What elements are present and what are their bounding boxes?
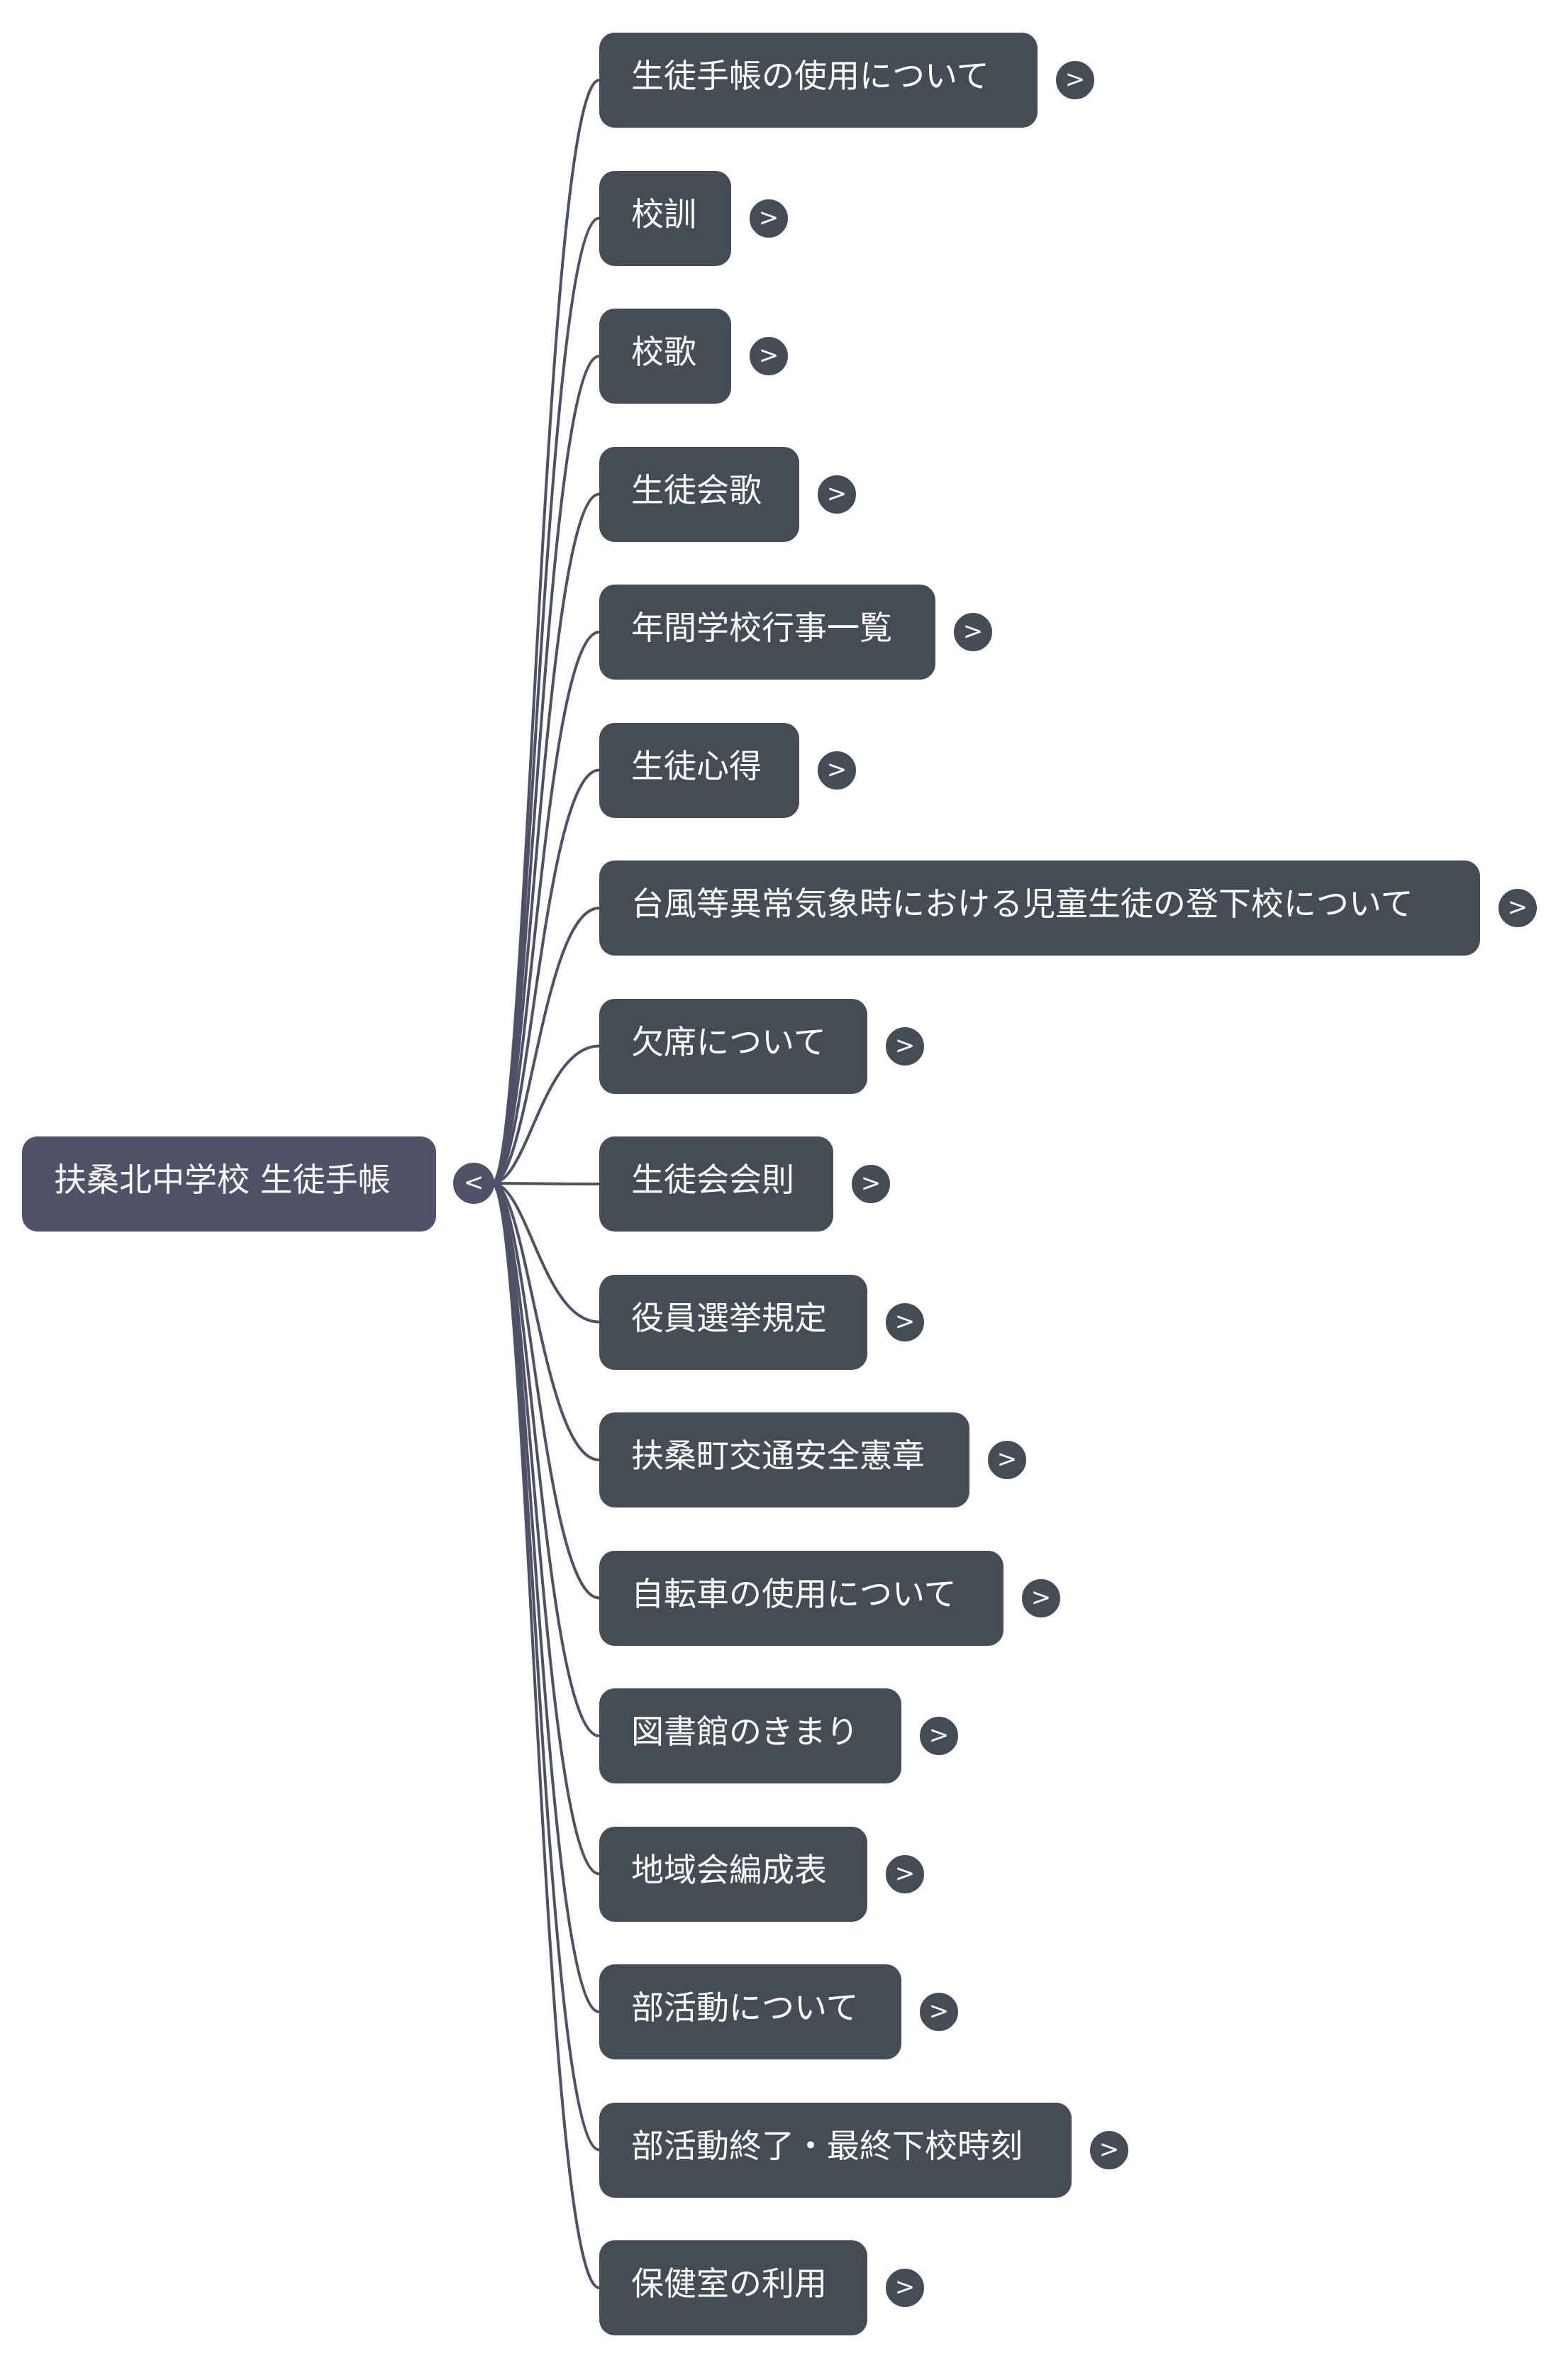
child-node[interactable]: 欠席について [599,998,867,1094]
mindmap-link [491,1182,600,1185]
mindmap-link [491,492,600,1185]
child-node-label: 図書館のきまり [631,1713,859,1751]
child-node-label: 欠席について [631,1022,826,1061]
child-node-label: 保健室の利用 [631,2264,827,2303]
child-node-label: 生徒心得 [631,746,762,785]
expand-chevron-right-icon[interactable]: > [748,197,789,239]
expand-chevron-right-icon[interactable]: > [1021,1577,1062,1619]
expand-chevron-right-icon[interactable]: > [816,473,857,515]
child-node-label: 部活動について [631,1988,859,2027]
child-node-label: 年間学校行事一覧 [631,609,892,647]
child-node[interactable]: 生徒手帳の使用について [599,33,1038,128]
root-node-label: 扶桑北中学校 生徒手帳 [54,1161,391,1199]
mindmap-link [491,216,600,1185]
expand-chevron-right-icon[interactable]: > [884,2267,925,2308]
child-node[interactable]: 生徒心得 [599,722,799,818]
expand-chevron-right-icon[interactable]: > [1089,2129,1130,2171]
child-node[interactable]: 校訓 [599,170,731,266]
expand-chevron-right-icon[interactable]: > [986,1439,1028,1481]
child-node[interactable]: 扶桑町交通安全憲章 [599,1412,969,1507]
expand-chevron-right-icon[interactable]: > [952,612,994,653]
mindmap-link [491,355,600,1185]
child-node-label: 台風等異常気象時における児童生徒の登下校について [631,885,1413,923]
child-node[interactable]: 年間学校行事一覧 [599,585,935,680]
child-node-label: 自転車の使用について [631,1574,957,1613]
expand-chevron-right-icon[interactable]: > [748,336,789,377]
mindmap-link [491,1182,600,1324]
mindmap-link [491,907,600,1185]
collapse-chevron-left-icon[interactable]: < [453,1163,494,1204]
child-node-label: 生徒会歌 [631,470,762,509]
mindmap-link [491,768,600,1185]
child-node[interactable]: 地域会編成表 [599,1826,867,1922]
expand-chevron-right-icon[interactable]: > [1497,887,1538,929]
mindmap-link [491,1182,600,1461]
child-node-label: 役員選挙規定 [631,1298,827,1337]
expand-chevron-right-icon[interactable]: > [884,1853,925,1895]
child-node[interactable]: 校歌 [599,309,731,404]
child-node[interactable]: 部活動について [599,1964,901,2059]
root-node[interactable]: 扶桑北中学校 生徒手帳 [22,1136,436,1232]
mindmap-link [491,1044,600,1185]
child-node[interactable]: 自転車の使用について [599,1550,1003,1646]
expand-chevron-right-icon[interactable]: > [884,1025,925,1067]
child-node[interactable]: 部活動終了・最終下校時刻 [599,2102,1072,2198]
mindmap-link [491,1182,600,2152]
expand-chevron-right-icon[interactable]: > [1055,60,1096,101]
child-node-label: 地域会編成表 [631,1850,827,1889]
mindmap-link [491,1182,600,2289]
child-node-label: 部活動終了・最終下校時刻 [631,2126,1023,2165]
expand-chevron-right-icon[interactable]: > [884,1301,925,1343]
expand-chevron-right-icon[interactable]: > [918,1715,960,1756]
child-node-label: 生徒会会則 [631,1161,794,1199]
child-node[interactable]: 役員選挙規定 [599,1274,867,1370]
child-node[interactable]: 図書館のきまり [599,1688,901,1783]
child-node-label: 生徒手帳の使用について [631,57,989,95]
expand-chevron-right-icon[interactable]: > [918,1991,960,2032]
child-node[interactable]: 保健室の利用 [599,2240,867,2335]
child-node[interactable]: 生徒会歌 [599,446,799,542]
child-node[interactable]: 台風等異常気象時における児童生徒の登下校について [599,861,1480,956]
expand-chevron-right-icon[interactable]: > [850,1163,891,1205]
child-node-label: 校歌 [631,333,696,371]
child-node[interactable]: 生徒会会則 [599,1136,833,1232]
mindmap-link [491,631,600,1185]
mindmap-link [491,1182,600,1600]
child-node-label: 扶桑町交通安全憲章 [631,1437,925,1475]
expand-chevron-right-icon[interactable]: > [816,749,857,791]
child-node-label: 校訓 [631,194,696,233]
